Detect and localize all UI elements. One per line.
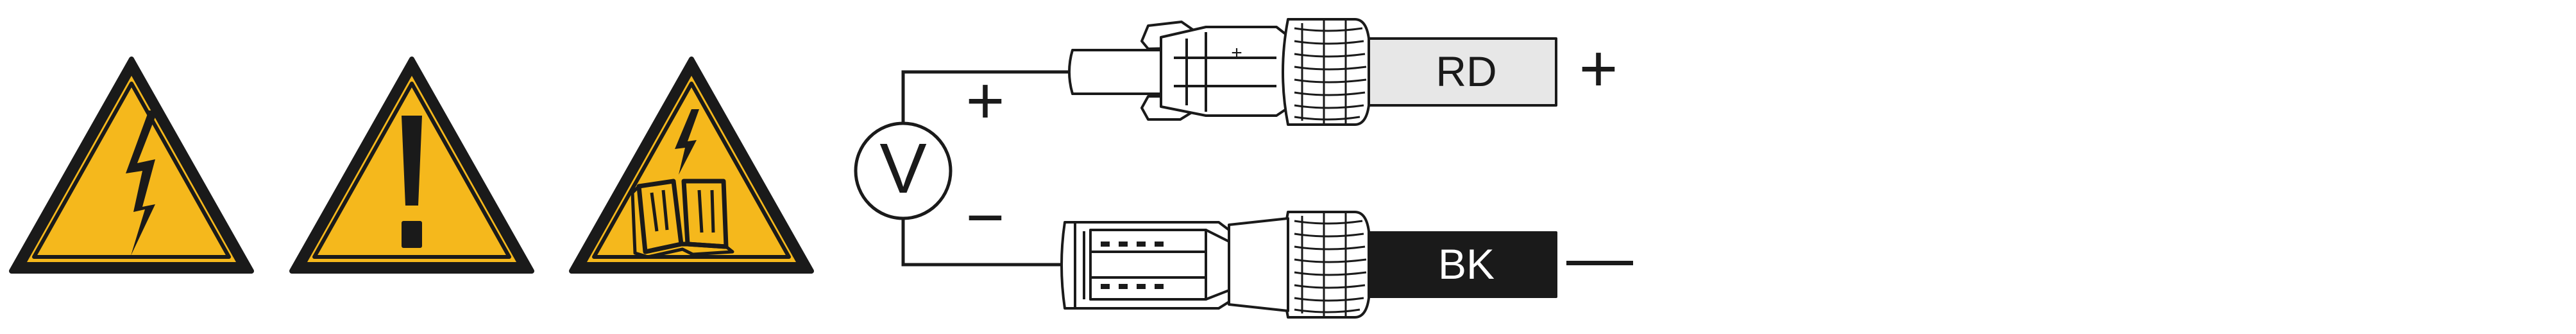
open-book-icon: [631, 179, 734, 259]
negative-connector: [1060, 211, 1557, 319]
general-warning-icon: [289, 57, 534, 274]
negative-polarity-sign: —: [1566, 220, 1633, 295]
black-cable-label: BK: [1438, 240, 1495, 288]
positive-lead-wire: [901, 70, 1072, 136]
red-cable-label: RD: [1436, 48, 1496, 95]
negative-housing: [1060, 221, 1230, 310]
positive-polarity-sign: +: [1579, 31, 1618, 106]
measurement-minus-sign: −: [966, 180, 1005, 255]
small-lightning-bolt-icon: [675, 109, 699, 175]
negative-lead-wire: [901, 206, 1065, 267]
housing-plus-mark: +: [1231, 42, 1242, 64]
read-manual-warning-icon: [569, 57, 814, 274]
positive-housing: [1160, 26, 1289, 117]
voltmeter: V: [854, 121, 953, 220]
lightning-bolt-icon: [126, 110, 158, 256]
exclamation-mark-icon: [402, 116, 422, 248]
warning-icons-row: [9, 57, 814, 274]
positive-nut: [1282, 18, 1370, 126]
measurement-wiring: [901, 70, 1072, 267]
red-cable: [1365, 37, 1557, 107]
voltmeter-symbol: V: [879, 129, 926, 208]
positive-connector: +: [1068, 18, 1557, 126]
black-cable: [1365, 231, 1557, 298]
positive-pin: [1068, 49, 1162, 95]
electric-shock-warning-icon: [9, 57, 254, 274]
measurement-plus-sign: +: [966, 64, 1005, 138]
